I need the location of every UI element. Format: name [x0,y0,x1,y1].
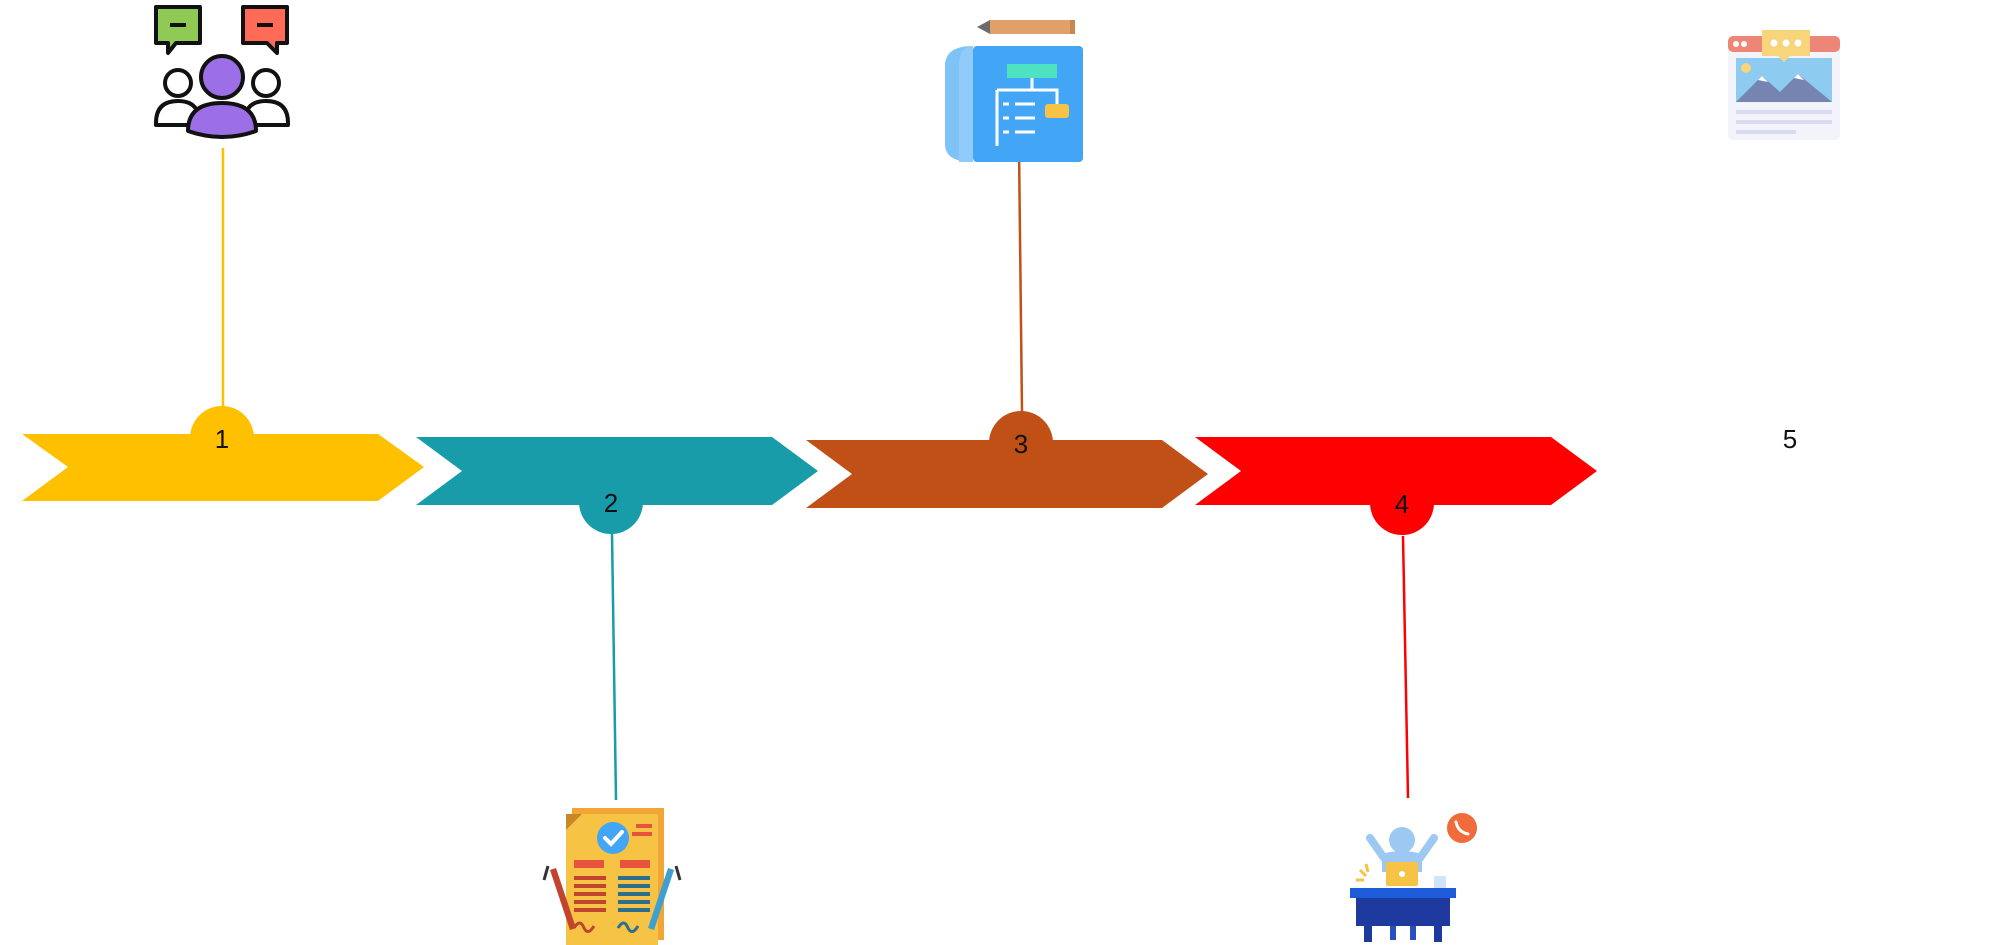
step-marker-1: 1 [190,406,254,470]
step-marker-circle-3 [989,411,1053,475]
step-marker-4: 4 [1370,471,1434,535]
step-number-1: 1 [215,424,229,454]
step-marker-circle-4 [1370,471,1434,535]
chevron-band-5 [1590,437,1992,505]
step-number-4: 4 [1395,489,1409,519]
step-number-2: 2 [604,488,618,518]
step-number-5: 5 [1783,424,1797,454]
signed-document-icon [542,808,682,945]
connector-line-4 [1401,535,1410,799]
blueprint-plan-icon [945,20,1083,162]
chevron-band-4 [1195,437,1597,505]
website-rating-icon [1728,30,1840,140]
step-marker-2: 2 [579,470,643,534]
team-discussion-icon [154,5,290,139]
step-marker-5: 5 [1783,424,1797,454]
step-marker-circle-1 [190,406,254,470]
connector-group [221,147,1410,801]
connector-line-3 [1017,147,1024,413]
connector-line-2 [610,533,618,801]
step-marker-3: 3 [989,411,1053,475]
step-number-3: 3 [1014,429,1028,459]
chevron-band-group [22,434,1992,508]
step-marker-circle-2 [579,470,643,534]
office-worker-desk-icon [1350,813,1477,942]
chevron-band-3 [806,440,1208,508]
